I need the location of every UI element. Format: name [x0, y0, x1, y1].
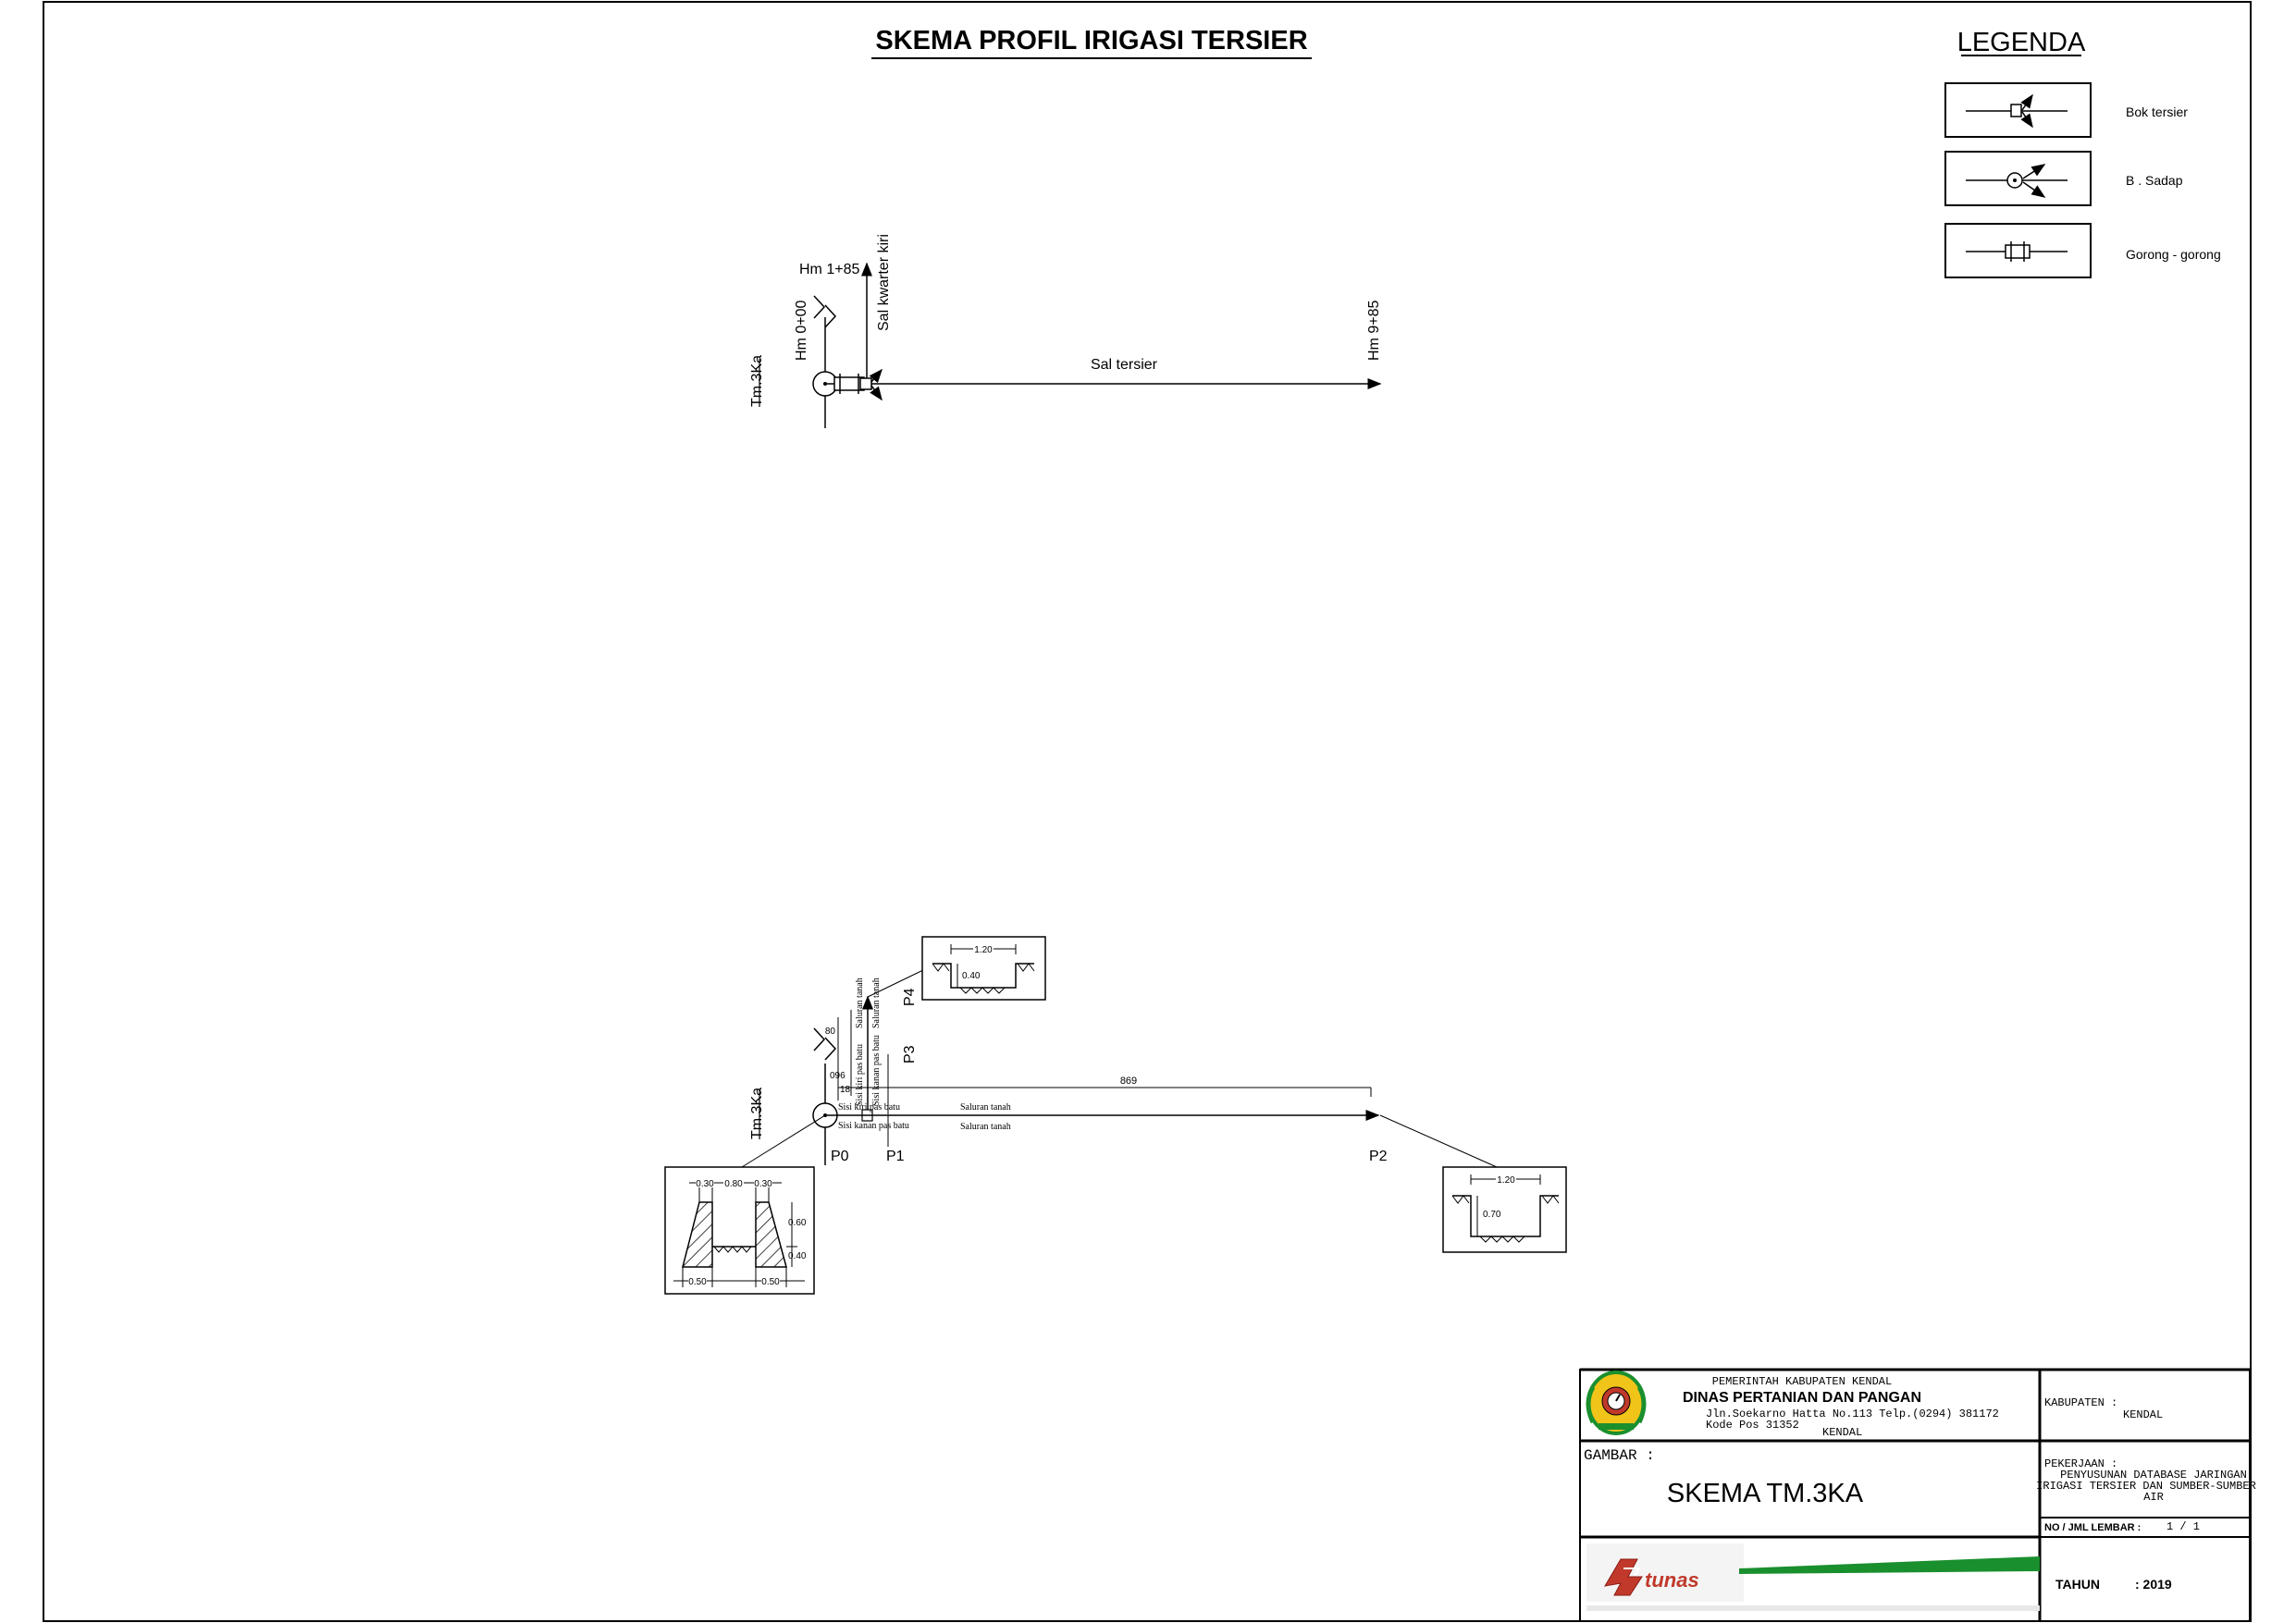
point-label-p1: P1: [886, 1149, 905, 1164]
gorong-gorong-symbol-icon: [1966, 241, 2068, 262]
flow-chevron-icon: [813, 295, 837, 328]
hm-start-label: Hm 0+00: [794, 301, 809, 361]
title-block: PEMERINTAH KABUPATEN KENDAL DINAS PERTAN…: [1579, 1368, 2256, 1622]
p4-depth: 0.40: [962, 971, 981, 981]
p0-h2: 0.40: [788, 1251, 807, 1261]
legend-item-bok-tersier: Bok tersier: [1944, 82, 2188, 138]
pekerjaan-line-3: AIR: [2143, 1491, 2164, 1504]
branch-label-right-2: Saluran tanah: [871, 977, 882, 1028]
legend-item-bangunan-sadap: B . Sadap: [1944, 151, 2183, 206]
p0-bottom-right: 0.50: [761, 1277, 780, 1287]
node-label-profile: Tm.3Ka: [749, 1088, 765, 1139]
p2-width: 1.20: [1497, 1175, 1515, 1186]
dim-small: 18: [840, 1085, 851, 1095]
p4-width: 1.20: [974, 945, 993, 955]
dept-address: Jln.Soekarno Hatta No.113 Telp.(0294) 38…: [1706, 1408, 1999, 1420]
cross-section-p4: 1.20 0.40: [921, 936, 1046, 1001]
p0-top-right: 0.30: [754, 1179, 772, 1189]
hm-end-label: Hm 9+85: [1366, 301, 1382, 361]
left-label-2: Sisi kanan pas batu: [838, 1121, 909, 1131]
branch-label-left-2: Sisi kanan pas batu: [871, 1035, 882, 1106]
dept-city: KENDAL: [1822, 1426, 1862, 1439]
legend-label: Bok tersier: [2126, 105, 2188, 119]
department-name: DINAS PERTANIAN DAN PANGAN: [1683, 1390, 1921, 1406]
legend-item-gorong-gorong: Gorong - gorong: [1944, 223, 2221, 278]
tunas-brand-icon: [1604, 1558, 1643, 1596]
lembar-value: 1 / 1: [2166, 1520, 2200, 1533]
legend-heading: LEGENDA: [1957, 28, 2086, 57]
right-label-2: Saluran tanah: [960, 1122, 1011, 1132]
legend: LEGENDA Bok tersier B . Sadap: [1944, 28, 2221, 278]
drawing-title: SKEMA PROFIL IRIGASI TERSIER: [875, 26, 1307, 55]
branch-label-right-1: Saluran tanah: [855, 977, 865, 1028]
hm-branch-label: Hm 1+85: [799, 262, 859, 277]
tahun-value: : 2019: [2135, 1577, 2172, 1592]
bok-tersier-symbol-icon: [1966, 93, 2068, 129]
cross-section-p2: 1.20 0.70: [1442, 1166, 1567, 1253]
pekerjaan-line-1: PENYUSUNAN DATABASE JARINGAN: [2060, 1469, 2247, 1482]
flow-chevron-icon: [813, 1027, 837, 1061]
main-channel-label: Sal tersier: [1091, 357, 1158, 373]
company-name: tunas: [1645, 1568, 1699, 1592]
sheet-border: [43, 1, 2252, 1622]
point-label-p3: P3: [902, 1045, 918, 1064]
gov-name: PEMERINTAH KABUPATEN KENDAL: [1712, 1375, 1892, 1388]
kabupaten-value: KENDAL: [2123, 1408, 2163, 1421]
point-label-p2: P2: [1369, 1149, 1388, 1164]
legend-label: B . Sadap: [2126, 173, 2183, 188]
dim-main: 869: [1120, 1076, 1137, 1087]
bangunan-sadap-symbol-icon: [1966, 164, 2068, 198]
dim-branch-1: 80: [825, 1027, 836, 1037]
p2-depth: 0.70: [1483, 1210, 1501, 1220]
node-label-top: Tm.3Ka: [749, 355, 765, 407]
right-label-1: Saluran tanah: [960, 1102, 1011, 1113]
point-label-p4: P4: [902, 988, 918, 1006]
lembar-label: NO / JML LEMBAR :: [2044, 1522, 2141, 1533]
company-logo: tunas: [1586, 1543, 2040, 1611]
p0-top-mid: 0.80: [724, 1179, 743, 1189]
p0-bottom-left: 0.50: [688, 1277, 707, 1287]
p0-top-left: 0.30: [696, 1179, 714, 1189]
gorong-gorong-node-top: [825, 368, 883, 401]
dept-postal: Kode Pos 31352: [1706, 1419, 1799, 1432]
government-logo-icon: [1586, 1371, 1647, 1435]
cross-section-p0: 0.30 0.80 0.30 0.60 0.40 0.50 0.50: [664, 1166, 815, 1295]
left-label-1: Sisi kiri pas batu: [838, 1102, 900, 1113]
branch-label-left-1: Sisi kiri pas batu: [855, 1044, 865, 1106]
p0-h1: 0.60: [788, 1218, 807, 1228]
gambar-value: SKEMA TM.3KA: [1667, 1479, 1864, 1508]
branch-channel-label: Sal kwarter kiri: [876, 234, 892, 331]
schema-top: Tm.3Ka Hm 0+00 Hm 1+85 Sal kwarter kiri …: [749, 234, 1382, 428]
tahun-label: TAHUN: [2055, 1577, 2100, 1592]
pekerjaan-line-2: IRIGASI TERSIER DAN SUMBER-SUMBER: [2036, 1480, 2256, 1493]
dim-branch-2: 096: [830, 1071, 846, 1081]
schema-profile: Tm.3Ka 80 096 18 Sisi kiri pas batu Sisi…: [741, 968, 1498, 1168]
gambar-label: GAMBAR :: [1584, 1447, 1655, 1464]
pekerjaan-label: PEKERJAAN :: [2044, 1457, 2117, 1470]
kabupaten-label: KABUPATEN :: [2044, 1396, 2117, 1409]
point-label-p0: P0: [831, 1149, 849, 1164]
legend-label: Gorong - gorong: [2126, 247, 2221, 262]
